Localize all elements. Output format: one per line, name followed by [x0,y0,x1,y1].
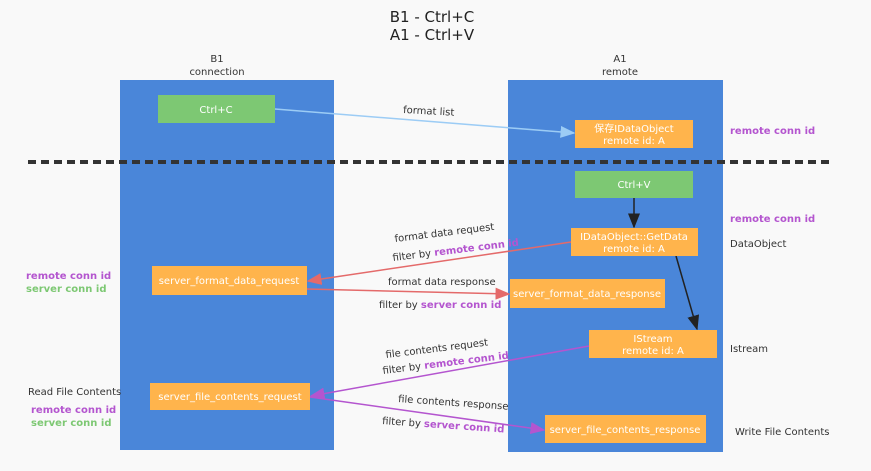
ctrl-v-box [575,171,693,198]
format-list-label: format list [403,105,455,119]
istream-box [589,330,717,358]
getdata-label: IDataObject::GetData [580,232,688,243]
istream-label: IStream [633,334,672,345]
file-contents-response-text: file contents response [398,394,509,413]
format-data-request-arrow [306,241,572,285]
left-remote-conn-id-2: remote conn id [31,405,116,416]
filter-server-1: filter by server conn id [379,300,501,311]
format-data-response-label: server_format_data_response [513,289,661,300]
save-dataobject-box [575,120,693,148]
getdata-box [571,228,698,256]
a1-label: A1 [613,54,626,65]
istream-remote-id: remote id: A [622,346,684,357]
format-data-request-label: server_format_data_request [159,276,300,287]
file-contents-request-label: server_file_contents_request [158,392,301,403]
write-file-contents-label: Write File Contents [735,427,829,438]
remote-conn-id-label-1: remote conn id [730,126,815,137]
left-server-conn-id-1: server conn id [26,284,106,295]
remote-conn-id-label-2: remote conn id [730,214,815,225]
format-data-request-box [152,266,307,295]
b1-label: B1 [210,54,223,65]
file-contents-request-arrow [309,345,590,400]
file-contents-response-label: server_file_contents_response [550,425,701,436]
ctrl-c-label: Ctrl+C [199,105,232,116]
b1-sub-label: connection [189,67,244,78]
read-file-contents-label: Read File Contents [28,387,121,398]
file-contents-response-arrow [309,396,546,435]
getdata-remote-id: remote id: A [603,244,665,255]
format-list-arrow [274,108,576,138]
getdata-to-istream-arrow [675,255,700,331]
save-dataobject-remote-id: remote id: A [603,136,665,147]
filter-server-2: filter by server conn id [382,416,505,436]
title-line-1: B1 - Ctrl+C [390,8,475,26]
format-data-response-text: format data response [388,277,496,288]
a1-sub-label: remote [602,67,638,78]
left-remote-conn-id-1: remote conn id [26,271,111,282]
file-contents-request-box [150,383,310,410]
dataobject-label: DataObject [730,239,787,250]
format-data-response-box [510,279,665,308]
file-contents-response-box [545,415,706,443]
left-server-conn-id-2: server conn id [31,418,111,429]
format-data-response-arrow [306,287,511,300]
title-line-2: A1 - Ctrl+V [390,26,475,44]
ctrl-v-label: Ctrl+V [617,180,650,191]
save-dataobject-label: 保存IDataObject [594,122,673,135]
istream-side-label: Istream [730,344,768,355]
ctrl-c-box [158,95,275,123]
